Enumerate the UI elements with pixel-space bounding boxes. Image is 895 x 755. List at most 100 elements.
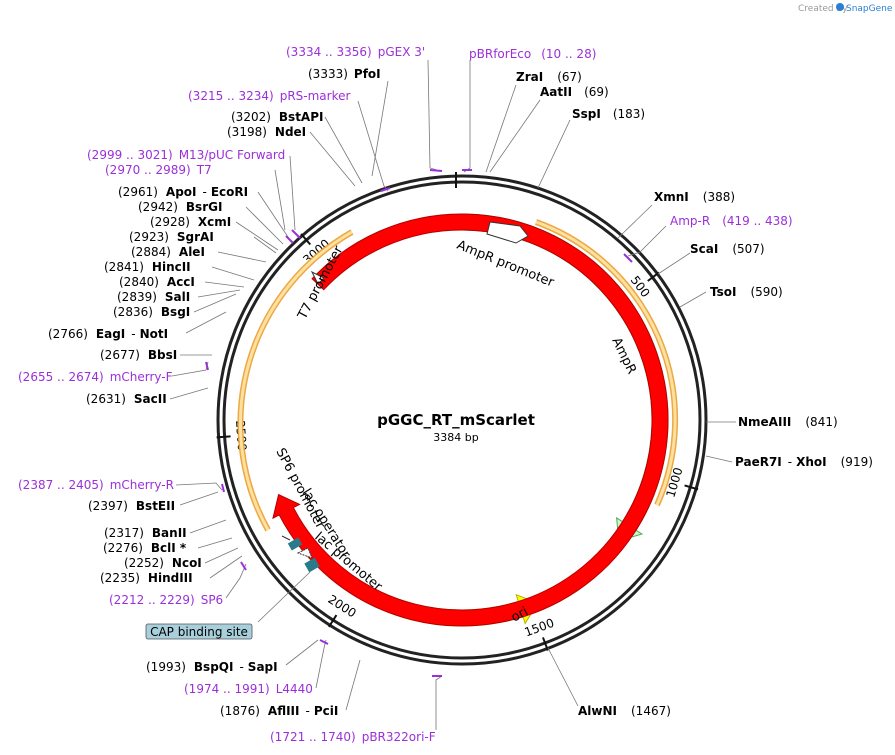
- leader-ncoi: [204, 547, 239, 564]
- cap-binding-site-tag: CAP binding site: [145, 623, 253, 640]
- site-label-tsoi: TsoI(590): [710, 285, 783, 299]
- leader-m13: [289, 155, 296, 231]
- site-label-acci: (2840)AccI: [119, 275, 195, 289]
- site-label-ncoi: (2252)NcoI: [124, 556, 202, 570]
- cap-binding-site-box-label: [145, 623, 253, 640]
- primer-bar-t7: [285, 235, 294, 244]
- site-label-pbr322: (1721 .. 1740)pBR322ori-F: [270, 730, 436, 744]
- site-label-banii: (2317)BanII: [104, 526, 187, 540]
- site-label-sgrai: (2923)SgrAI: [129, 230, 214, 244]
- leader-bsrgi: [245, 206, 284, 245]
- leader-t7: [274, 169, 286, 231]
- site-label-mcherryr: (2387 .. 2405)mCherry-R: [18, 478, 174, 492]
- primer-bar-mcherryr: [221, 483, 225, 493]
- snapgene-credit: Created by SnapGene: [798, 3, 893, 14]
- leader-paer7i: [705, 455, 733, 463]
- site-label-bcli: (2276)BclI *: [103, 541, 187, 555]
- svg-text:SnapGene: SnapGene: [846, 4, 893, 14]
- tick-label-2000: 2000: [325, 592, 358, 620]
- site-label-mcherryf: (2655 .. 2674)mCherry-F: [18, 370, 173, 384]
- site-label-bsrgi: (2942)BsrGI: [138, 200, 222, 214]
- leader-lines: [169, 59, 736, 730]
- leader-bsteii: [179, 491, 219, 506]
- small-features: [281, 221, 529, 573]
- tick-mark-3000: [300, 233, 312, 246]
- site-label-m13: (2999 .. 3021)M13/pUC Forward: [87, 148, 285, 162]
- site-label-ampr: Amp-R(419 .. 438): [670, 214, 793, 228]
- leader-prsmarker: [357, 100, 389, 192]
- site-label-nmeaiii: NmeAIII(841): [738, 415, 838, 429]
- primer-bar-prsmarker: [380, 187, 391, 192]
- leader-scai: [657, 252, 691, 275]
- site-label-ndei: (3198)NdeI: [227, 125, 306, 139]
- leader-sacii: [169, 387, 209, 400]
- leader-pbrforeco: [463, 60, 471, 173]
- site-label-t7: (2970 .. 2989)T7: [105, 163, 212, 177]
- primer-bars: [205, 169, 633, 677]
- site-label-afliii: (1876)AflIII-PciI: [220, 704, 338, 718]
- feature-layer: [272, 213, 669, 627]
- primer-bar-ampr: [623, 253, 633, 263]
- leader-acci: [204, 281, 245, 288]
- site-label-scai: ScaI(507): [690, 242, 765, 256]
- leader-bsgi: [193, 293, 237, 313]
- site-label-pgex3: (3334 .. 3356)pGEX 3': [286, 45, 425, 59]
- site-label-l4440: (1974 .. 1991)L4440: [184, 682, 313, 696]
- feature-mScarlet-arrow: [272, 213, 669, 627]
- site-label-bspqi: (1993)BspQI-SapI: [146, 660, 278, 674]
- leader-bcli: [197, 537, 233, 549]
- leader-zrai: [485, 84, 517, 173]
- leader-eagi: [185, 311, 227, 334]
- leader-pgex3: [427, 59, 438, 171]
- site-label-apoi: (2961)ApoI-EcoRI: [118, 185, 248, 199]
- leader-alwni: [547, 647, 579, 707]
- cap-binding-site-text: CAP binding site: [150, 625, 248, 639]
- primer-bar-l4440: [319, 639, 329, 645]
- leader-hincii: [211, 266, 255, 281]
- leader-tsoi: [679, 291, 707, 308]
- leader-sp6: [225, 563, 247, 599]
- lac-promoter-arrow: [296, 547, 313, 559]
- site-label-aatii: AatII(69): [540, 85, 609, 99]
- backbone: [216, 172, 708, 666]
- leader-sali: [197, 289, 241, 298]
- tick-mark-1500: [542, 637, 549, 651]
- leader-xcmi: [235, 221, 279, 251]
- site-label-bsgi: (2836)BsgI: [113, 305, 190, 319]
- leader-l4440: [315, 639, 327, 689]
- leader-pfoi: [371, 80, 389, 177]
- leader-mcherryr: [175, 482, 223, 491]
- feature-outline-arcs: [237, 219, 679, 532]
- leader-cap: [257, 571, 311, 623]
- site-label-pbrforeco: pBRforEco(10 .. 28): [469, 47, 596, 61]
- leader-mcherryf: [171, 361, 209, 377]
- lac-operator-box: [287, 537, 303, 551]
- site-label-xcmi: (2928)XcmI: [150, 215, 231, 229]
- plasmid-title: pGGC_RT_mScarlet 3384 bp: [377, 411, 535, 444]
- leader-hindiii: [209, 555, 243, 579]
- leader-afliii: [345, 659, 361, 711]
- site-labels: (3334 .. 3356)pGEX 3' (3333)PfoI (3215 .…: [18, 45, 873, 744]
- site-label-alwni: AlwNI(1467): [578, 704, 671, 718]
- t7-promoter-arrow: [310, 270, 325, 285]
- primer-bar-mcherryf: [205, 361, 209, 371]
- ampr-promoter-arrow: [486, 221, 529, 244]
- backbone-outer-ring: [216, 174, 708, 666]
- leader-bspqi: [285, 639, 319, 666]
- site-label-sspi: SspI(183): [572, 107, 645, 121]
- site-label-hincii: (2841)HincII: [104, 260, 191, 274]
- primer-bar-sp6: [240, 561, 247, 571]
- leader-sgrai: [253, 236, 277, 254]
- tick-mark-1000: [684, 484, 699, 491]
- primer-bar-pgex3: [429, 169, 443, 172]
- ampr-label: AmpR: [608, 335, 639, 376]
- plasmid-name: pGGC_RT_mScarlet: [377, 411, 535, 429]
- leader-banii: [189, 519, 227, 534]
- cap-binding-site-box: [304, 557, 320, 573]
- ori-label: ori: [509, 604, 531, 625]
- site-label-xmni: XmnI(388): [654, 190, 735, 204]
- site-label-sp6: (2212 .. 2229)SP6: [109, 593, 223, 607]
- svg-text:Created by: Created by: [798, 4, 848, 14]
- amp-outline-inner: [535, 220, 677, 506]
